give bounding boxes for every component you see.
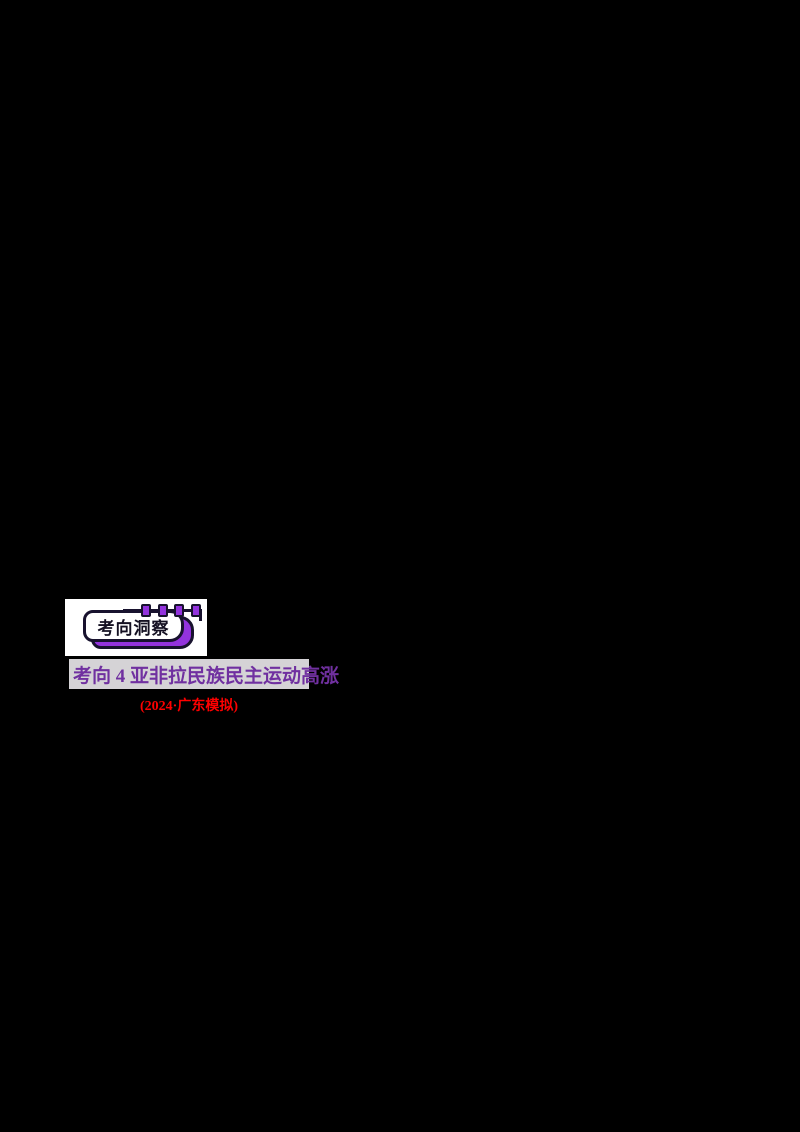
bead-square-icon — [174, 604, 185, 617]
insight-badge-label: 考向洞察 — [97, 618, 170, 638]
bead-square-icon — [190, 604, 201, 617]
bead-square-icon — [141, 604, 151, 617]
topic-heading-strip: 考向 4 亚非拉民族民主运动高涨 — [69, 659, 339, 689]
bead-row — [141, 604, 201, 617]
exam-source-label: (2024·广东模拟) — [140, 699, 238, 714]
insight-badge-panel: 考向洞察 — [65, 599, 207, 656]
topic-heading-label: 考向 4 亚非拉民族民主运动高涨 — [73, 665, 340, 687]
bead-square-icon — [157, 604, 168, 617]
badge-beads-decoration — [123, 604, 202, 621]
exam-source-line: (2024·广东模拟) — [69, 695, 309, 715]
